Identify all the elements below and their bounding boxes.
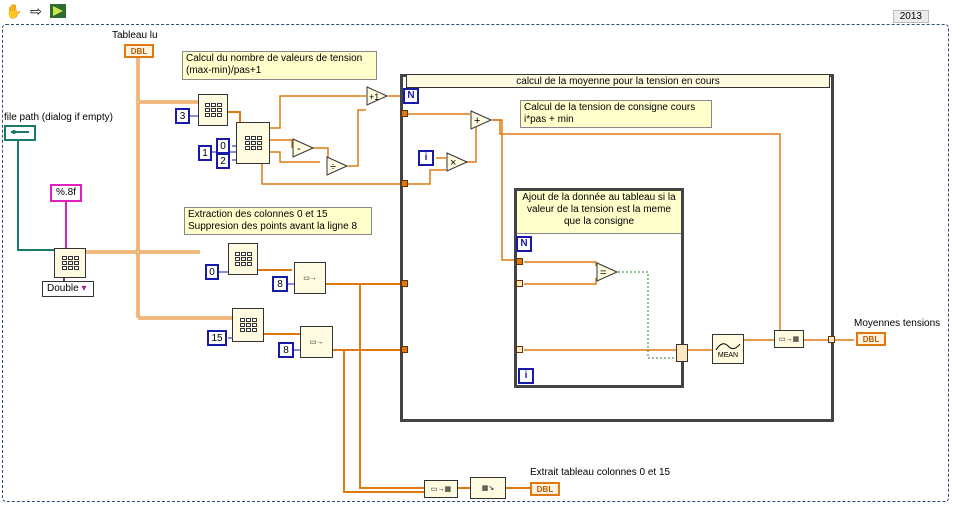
outer-loop-title: calcul de la moyenne pour la tension en … [406, 74, 830, 88]
year-label: 2013 [892, 10, 929, 23]
label-file-path: file path (dialog if empty) [4, 112, 113, 123]
wire-scalars [261, 95, 854, 351]
conditional-tunnel [676, 344, 688, 362]
mean-icon[interactable]: MEAN [712, 334, 744, 364]
format-string-constant[interactable]: %.8f [50, 184, 82, 202]
multiply-symbol: × [450, 157, 456, 169]
divide-operator[interactable]: ÷ [326, 156, 348, 176]
tunnel-col15 [401, 346, 408, 353]
subtract-operator[interactable]: - [292, 138, 314, 158]
tunnel-min [401, 110, 408, 117]
index-array-icon-col15[interactable] [232, 308, 264, 342]
inner-iteration-terminal: i [518, 368, 534, 384]
read-spreadsheet-icon[interactable] [54, 248, 86, 278]
outer-iteration-terminal: i [418, 150, 434, 166]
inner-for-loop[interactable] [514, 188, 684, 388]
comment-calcul-nombre: Calcul du nombre de valeurs de tension (… [182, 51, 377, 80]
add-symbol: + [474, 115, 480, 127]
build-array-icon-extract[interactable]: ▭→▦ [424, 480, 458, 498]
comment-ajout-donnee: Ajout de la donnée au tableau si la vale… [516, 190, 682, 234]
label-extrait-tableau: Extrait tableau colonnes 0 et 15 [530, 467, 671, 478]
tunnel-col0 [401, 280, 408, 287]
indicator-extrait-tableau: DBL [530, 482, 560, 496]
toolbar: ✋ ⇨ [0, 0, 80, 22]
constant-15[interactable]: 15 [207, 330, 227, 346]
build-array-icon[interactable]: ▭→▦ [774, 330, 804, 348]
mean-label: MEAN [717, 351, 739, 359]
arrow-icon[interactable]: ⇨ [30, 2, 42, 19]
control-file-path[interactable] [4, 125, 36, 141]
comment-calcul-tension: Calcul de la tension de consigne cours i… [520, 100, 712, 128]
constant-8-a[interactable]: 8 [272, 276, 288, 292]
constant-3[interactable]: 3 [175, 108, 190, 124]
indicator-moyennes-tensions: DBL [856, 332, 886, 346]
constant-0-a[interactable]: 0 [216, 138, 230, 154]
tunnel-pas [401, 180, 408, 187]
subtract-symbol: - [297, 143, 301, 155]
path-icon [11, 130, 29, 134]
index-array-icon-values[interactable] [236, 122, 270, 164]
equal-symbol: = [600, 267, 606, 279]
dropdown-icon: ▾ [81, 283, 87, 294]
hand-icon[interactable]: ✋ [5, 2, 23, 19]
index-array-icon-col0[interactable] [228, 243, 258, 275]
label-moyennes-tensions: Moyennes tensions [854, 318, 941, 329]
constant-2[interactable]: 2 [216, 153, 230, 169]
increment-symbol: +1 [369, 92, 379, 102]
type-selector[interactable]: Double ▾ [42, 281, 94, 297]
comment-extraction: Extraction des colonnes 0 et 15 Suppresi… [184, 207, 372, 235]
inner-tunnel-consigne [516, 258, 523, 265]
inner-tunnel-col0 [516, 280, 523, 287]
add-operator[interactable]: + [470, 110, 492, 130]
run-icon[interactable] [48, 2, 68, 20]
tunnel-output-moyennes [828, 336, 835, 343]
transpose-icon[interactable]: ▦↘ [470, 477, 506, 499]
outer-count-terminal: N [403, 88, 419, 104]
indicator-tableau-lu: DBL [124, 44, 154, 58]
multiply-operator[interactable]: × [446, 152, 468, 172]
increment-operator[interactable]: +1 [366, 86, 388, 106]
constant-0-b[interactable]: 0 [205, 264, 219, 280]
index-array-icon-rows[interactable] [198, 94, 228, 126]
divide-symbol: ÷ [330, 161, 336, 173]
constant-1[interactable]: 1 [198, 145, 212, 161]
type-selector-label: Double [47, 283, 79, 294]
array-subset-icon-col0[interactable]: ▭→ [294, 262, 326, 294]
block-diagram-frame [2, 24, 949, 502]
constant-8-b[interactable]: 8 [278, 342, 294, 358]
wire-boolean [618, 271, 676, 359]
equal-operator[interactable]: = [596, 262, 618, 282]
wire-file-path [17, 140, 55, 251]
inner-tunnel-col15 [516, 346, 523, 353]
label-tableau-lu: Tableau lu [112, 30, 158, 41]
array-subset-icon-col15[interactable]: ▭→ [300, 326, 333, 358]
inner-count-terminal: N [516, 236, 532, 252]
